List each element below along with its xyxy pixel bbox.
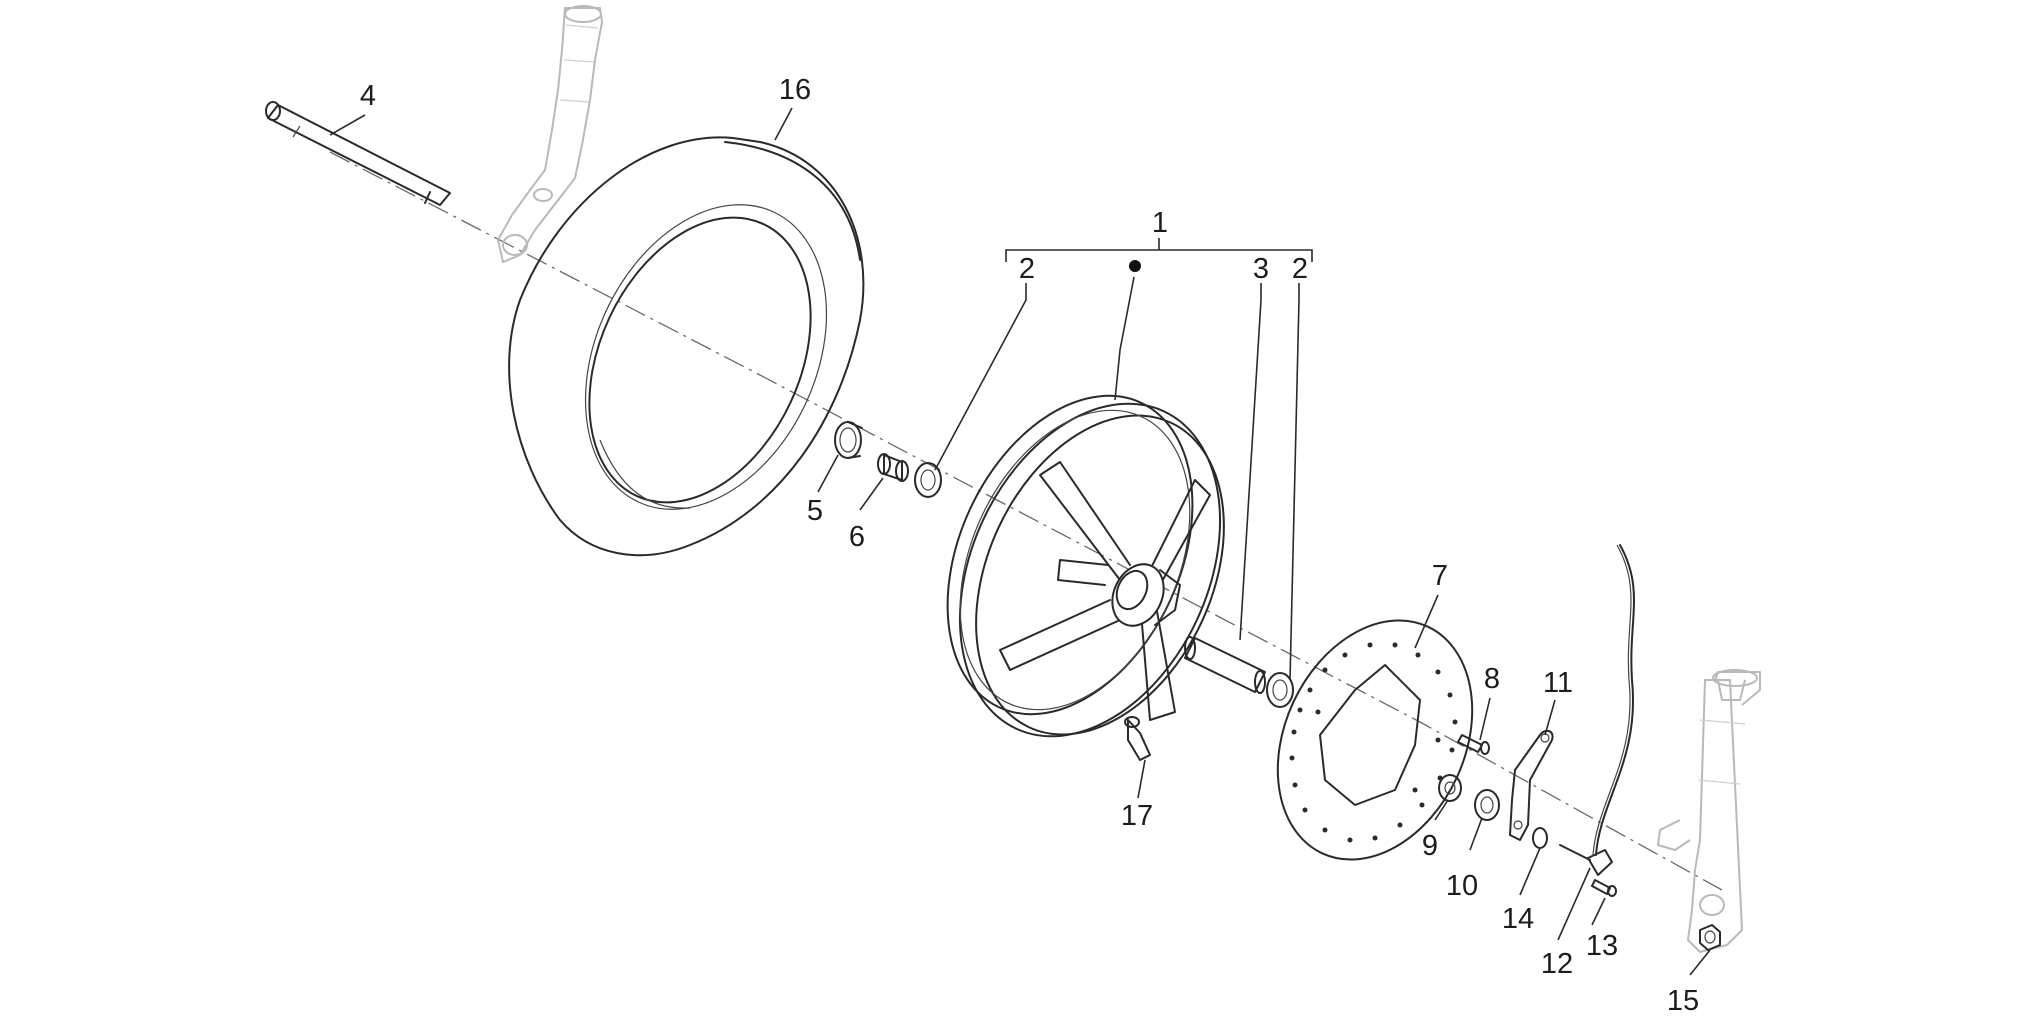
leader-lines — [329, 107, 1711, 976]
callout-9: 9 — [1422, 830, 1438, 862]
nut-part-9 — [1438, 774, 1462, 802]
bearing-part-2-left — [914, 462, 942, 498]
callout-6: 6 — [849, 521, 865, 553]
rim-part — [946, 394, 1225, 738]
disc-holes — [1289, 642, 1458, 843]
callout-2: 2 — [1019, 253, 1035, 285]
callout-11: 11 — [1543, 667, 1573, 699]
callout-3: 3 — [1253, 253, 1269, 285]
tire-part — [508, 136, 865, 557]
callout-4: 4 — [360, 80, 376, 112]
spacer-tube-part-3 — [1184, 636, 1266, 694]
brake-disc-part-7 — [1276, 619, 1474, 861]
callout-17: 17 — [1121, 800, 1153, 832]
callout-13: 13 — [1586, 930, 1618, 962]
spacer-part-6 — [877, 453, 909, 482]
bracket-part-11 — [1509, 729, 1554, 841]
axle-part — [265, 101, 451, 206]
right-fork-leg — [1657, 669, 1761, 953]
bearing-part-2-right — [1266, 672, 1294, 708]
screw-part-13 — [1591, 879, 1617, 897]
callout-10: 10 — [1446, 870, 1478, 902]
bearing-part-5 — [834, 421, 863, 459]
callout-14: 14 — [1502, 903, 1534, 935]
assembly-axis-line — [329, 151, 1723, 891]
assembly-dot — [1129, 260, 1141, 272]
callout-15: 15 — [1667, 985, 1699, 1016]
callout-7: 7 — [1432, 560, 1448, 592]
callout-2: 2 — [1292, 253, 1308, 285]
washer-part-10 — [1474, 789, 1500, 821]
callout-12: 12 — [1541, 948, 1573, 980]
axle-nut-part-15 — [1699, 924, 1721, 951]
sensor-part-12 — [1559, 544, 1635, 876]
washer-part-14 — [1532, 827, 1548, 849]
callout-5: 5 — [807, 495, 823, 527]
left-fork-leg — [497, 5, 603, 263]
screw-part-8 — [1457, 734, 1490, 755]
callout-16: 16 — [779, 74, 811, 106]
callout-8: 8 — [1484, 663, 1500, 695]
valve-part-17 — [1124, 716, 1151, 761]
callout-1: 1 — [1152, 207, 1168, 239]
